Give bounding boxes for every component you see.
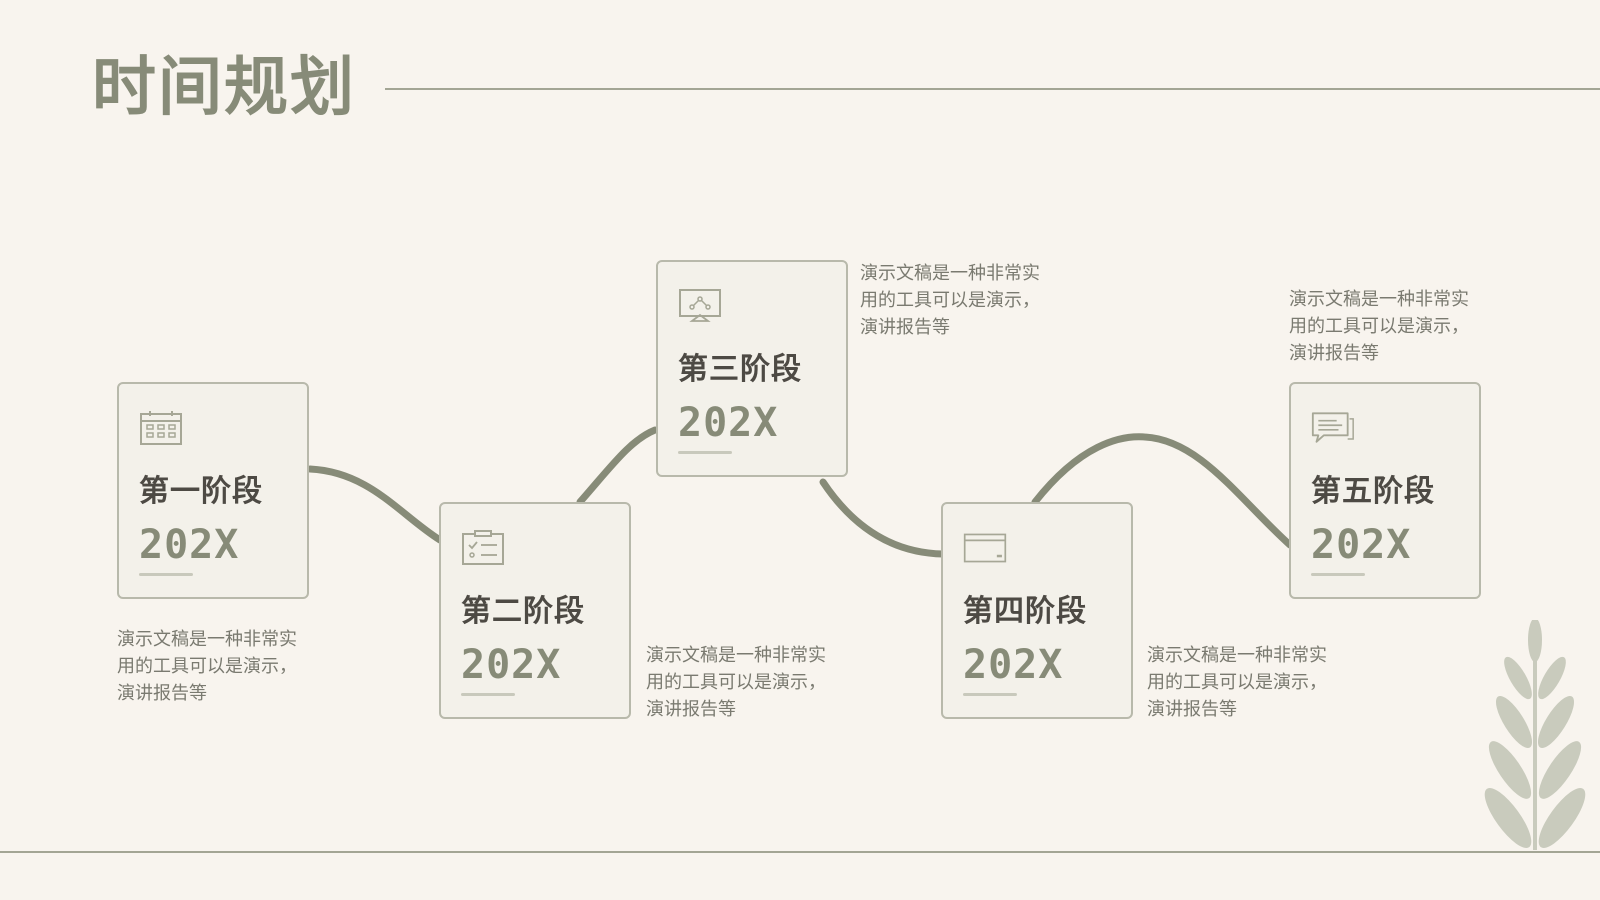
stage-card-3: 第三阶段 202X [656,260,848,477]
page-title: 时间规划 [92,51,356,125]
chat-icon [1311,412,1354,443]
stage-label: 第五阶段 [1311,474,1435,509]
stage-card-4: 第四阶段 202X [941,502,1133,719]
stage-year: 202X [461,642,562,688]
stage-label: 第二阶段 [461,594,585,629]
title-divider [385,88,1600,90]
stage-description-3: 演示文稿是一种非常实用的工具可以是演示，演讲报告等 [860,263,1040,338]
stage-card-1: 第一阶段 202X [117,382,309,599]
checklist-icon [462,530,504,565]
stage-description-2: 演示文稿是一种非常实用的工具可以是演示，演讲报告等 [646,645,826,720]
window-icon [963,533,1007,563]
leaf-decoration [1484,620,1586,850]
stage-year: 202X [1311,522,1412,568]
stage-label: 第一阶段 [139,474,263,509]
stage-label: 第三阶段 [678,352,802,387]
year-underline [1311,573,1365,576]
stage-label: 第四阶段 [963,594,1087,629]
stage-year: 202X [678,400,779,446]
year-underline [678,451,732,454]
stage-card-5: 第五阶段 202X [1289,382,1481,599]
bottom-divider [0,851,1600,853]
year-underline [139,573,193,576]
stage-card-2: 第二阶段 202X [439,502,631,719]
stage-year: 202X [139,522,240,568]
stage-description-4: 演示文稿是一种非常实用的工具可以是演示，演讲报告等 [1147,645,1327,720]
year-underline [461,693,515,696]
calendar-icon [140,411,182,445]
presentation-icon [679,289,721,322]
year-underline [963,693,1017,696]
stage-description-5: 演示文稿是一种非常实用的工具可以是演示，演讲报告等 [1289,289,1469,364]
stage-year: 202X [963,642,1064,688]
stage-description-1: 演示文稿是一种非常实用的工具可以是演示，演讲报告等 [117,629,297,704]
